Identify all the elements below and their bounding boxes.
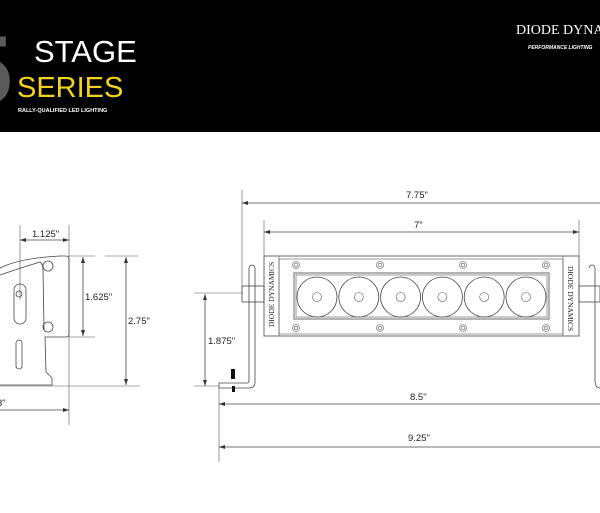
side-view: 1.125" 1.625" 2.75" 3" bbox=[0, 225, 150, 425]
screw bbox=[543, 325, 549, 331]
led-lens bbox=[463, 276, 505, 318]
dim-bracket-span: 8.5" bbox=[410, 392, 427, 403]
logo-tagline: RALLY-QUALIFIED LED LIGHTING bbox=[18, 108, 107, 114]
screw bbox=[292, 324, 300, 332]
front-view: 7.75" 7" DIODE DYNAMICS DIODE DYNAMICS 1… bbox=[194, 190, 600, 462]
dim-body-width: 7" bbox=[414, 220, 423, 231]
dim-total-height: 2.75" bbox=[128, 316, 150, 327]
brand-tagline: PERFORMANCE LIGHTING bbox=[528, 45, 593, 51]
screw bbox=[459, 261, 467, 269]
screw bbox=[376, 324, 384, 332]
screw bbox=[542, 324, 550, 332]
dim-mount-height: 1.875" bbox=[208, 336, 235, 347]
end-cap-label-left: DIODE DYNAMICS bbox=[267, 262, 276, 327]
led-emitter bbox=[395, 292, 406, 302]
led-lens bbox=[505, 276, 547, 318]
screw bbox=[377, 262, 383, 268]
screw bbox=[293, 325, 299, 331]
screw bbox=[542, 261, 550, 269]
led-emitter bbox=[353, 292, 364, 302]
screw bbox=[376, 261, 384, 269]
screw bbox=[292, 261, 300, 269]
logo-stage: STAGE bbox=[34, 34, 137, 69]
screw bbox=[293, 262, 299, 268]
led-lens bbox=[296, 276, 338, 318]
led-emitter bbox=[479, 292, 490, 302]
logo-big-digit: 5 bbox=[0, 15, 13, 125]
led-emitter bbox=[437, 292, 448, 302]
screw bbox=[460, 262, 466, 268]
led-lens bbox=[421, 276, 463, 318]
brand-name: DIODE DYNAMICS bbox=[516, 23, 600, 38]
screw bbox=[459, 324, 467, 332]
led-emitter bbox=[521, 292, 531, 302]
dim-base-width: 3" bbox=[0, 398, 6, 409]
dim-total-span: 9.25" bbox=[408, 433, 430, 444]
led-lens bbox=[380, 276, 422, 318]
header-banner bbox=[0, 0, 600, 132]
led-lens bbox=[338, 276, 380, 318]
screw bbox=[460, 325, 466, 331]
led-emitter bbox=[312, 292, 322, 302]
screw bbox=[543, 262, 549, 268]
screw bbox=[377, 325, 383, 331]
end-cap-label-right: DIODE DYNAMICS bbox=[566, 266, 575, 331]
logo-series: SERIES bbox=[17, 72, 123, 104]
dim-lens-height: 1.625" bbox=[85, 292, 112, 303]
dim-top-width: 1.125" bbox=[32, 229, 59, 240]
dim-overall-width: 7.75" bbox=[406, 190, 428, 201]
